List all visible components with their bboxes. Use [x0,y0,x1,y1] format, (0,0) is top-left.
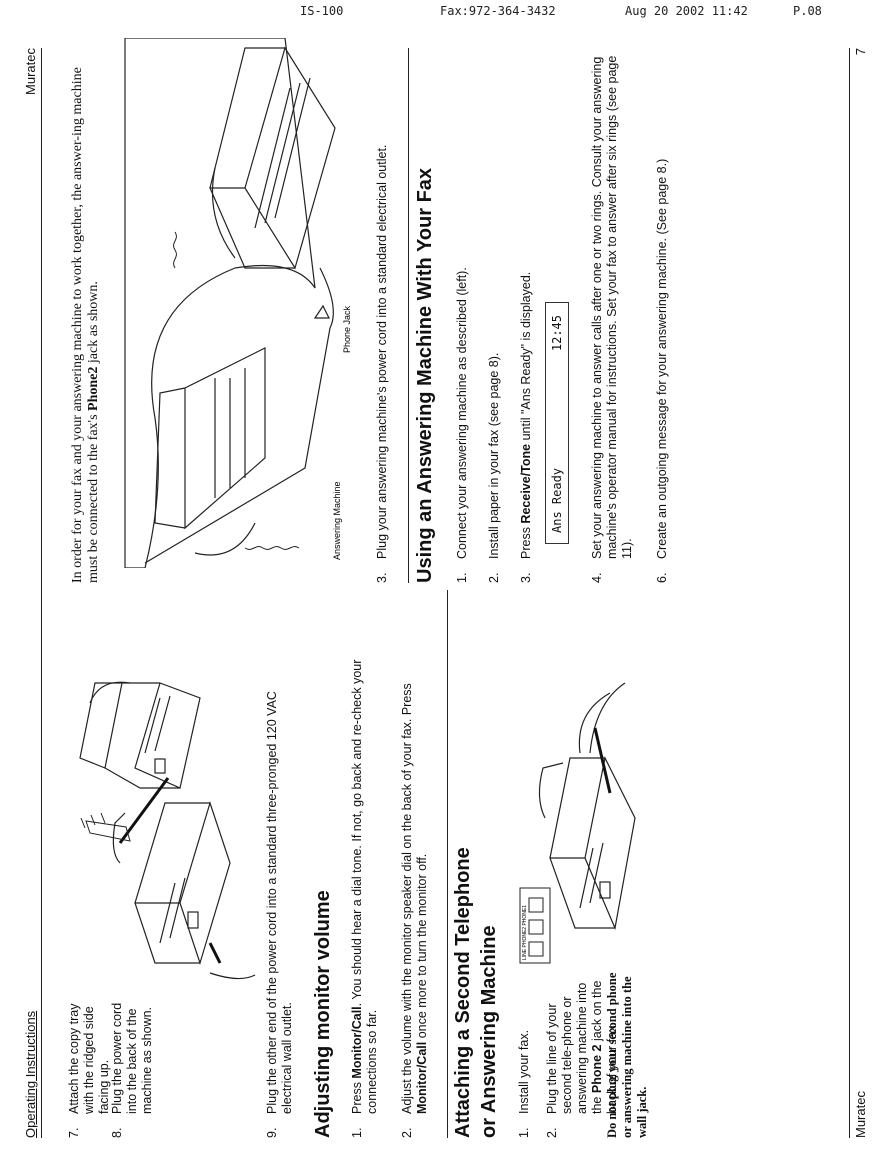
running-footer-left: Muratec [853,1091,868,1138]
fax-machine-drawing [79,681,256,980]
second-phone-warning: Do not plug your second phone or answeri… [605,972,649,1138]
fax-number: Fax:972-364-3432 [440,4,556,18]
answering-machine-setup-drawing: Answering Machine Phone Jack [124,38,352,568]
using-step-1: 1. Connect your answering machine as des… [455,267,469,583]
step-8: 8. Plug the power cord into the back of … [110,1002,154,1138]
second-phone-step-1: 1. Install your fax. [517,1029,531,1138]
fax-transmission-header: IS-100 Fax:972-364-3432 Aug 20 2002 11:4… [0,4,893,24]
fax-date: Aug 20 2002 11:42 [625,4,748,18]
monitor-step-2: 2. Adjust the volume with the monitor sp… [400,683,429,1138]
second-phone-illustration: LINE PHONE2 PHONE1 [505,623,655,968]
using-step-6: 6. Create an outgoing message for your a… [655,158,669,583]
running-footer-right: 7 [853,48,868,56]
header-rule [41,48,42,1138]
step-9: 9. Plug the other end of the power cord … [265,691,294,1138]
using-step-3: 3. Press Receive/Tone until "Ans Ready" … [519,271,533,583]
phone-jack-label: Phone Jack [342,305,352,353]
using-step-4: 4. Set your answering machine to answer … [590,55,634,583]
answering-step-3-power: 3. Plug your answering machine's power c… [375,144,389,583]
running-header-right: Muratec [23,48,38,95]
lcd-time-text: 12:45 [550,315,564,352]
second-phone-heading-line2: or Answering Machine [478,925,500,1138]
monitor-step-1: 1. Press Monitor/Call. You should hear a… [350,659,379,1138]
second-phone-heading-line1: Attaching a Second Telephone [452,847,474,1138]
answering-machine-label: Answering Machine [332,481,342,560]
footer-rule [849,48,850,1138]
fax-page-number: P.08 [793,4,822,18]
jack-panel-label: LINE PHONE2 PHONE1 [522,905,528,960]
rotated-manual-page: Operating Instructions Muratec Muratec 7… [15,38,880,1148]
section-rule-second-phone [447,590,448,1138]
section-rule-using-answering [408,48,409,583]
lcd-display: Ans Ready 12:45 [545,302,569,544]
fax-power-cord-illustration [60,673,260,983]
lcd-mode-text: Ans Ready [550,467,564,533]
using-step-2: 2. Install paper in your fax (see page 8… [487,352,501,583]
running-header-left: Operating Instructions [23,1010,38,1138]
intro-paragraph: In order for your fax and your answering… [70,67,101,583]
using-answering-machine-heading: Using an Answering Machine With Your Fax [414,167,436,583]
fax-station-id: IS-100 [300,4,344,18]
step-7: 7. Attach the copy tray with the ridged … [67,1003,111,1138]
answering-machine-illustration: Answering Machine Phone Jack [115,38,365,568]
fax-back-jacks-drawing: LINE PHONE2 PHONE1 [519,682,636,964]
monitor-volume-heading: Adjusting monitor volume [312,890,334,1138]
